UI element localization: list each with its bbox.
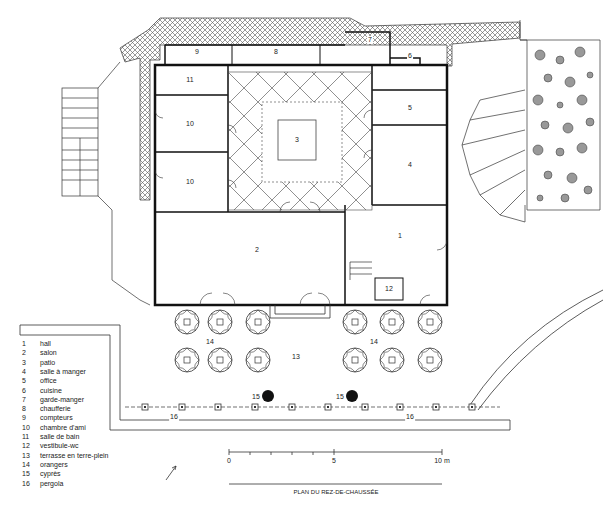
callout-number: 16 xyxy=(169,413,179,421)
legend-number: 4 xyxy=(22,368,26,376)
callout-number: 2 xyxy=(254,246,260,254)
callout-number: 15 xyxy=(251,393,261,401)
callout-number: 12 xyxy=(384,285,394,293)
callout-number: 8 xyxy=(273,48,279,56)
legend-number: 8 xyxy=(22,405,26,413)
legend-number: 13 xyxy=(22,452,30,460)
legend-number: 7 xyxy=(22,396,26,404)
legend-number: 11 xyxy=(22,433,29,441)
callout-number: 7 xyxy=(367,36,373,44)
legend-text: office xyxy=(40,377,57,385)
legend-number: 14 xyxy=(22,461,30,469)
callout-number: 10 xyxy=(185,120,195,128)
legend-number: 15 xyxy=(22,470,30,478)
legend-text: vestibule-wc xyxy=(40,442,79,450)
callout-number: 1 xyxy=(397,232,403,240)
callout-number: 3 xyxy=(294,136,300,144)
legend-text: compteurs xyxy=(40,414,73,422)
scale-number: 10 m xyxy=(434,457,450,465)
scale-number: 0 xyxy=(227,457,231,465)
callout-number: 14 xyxy=(369,338,379,346)
legend-number: 2 xyxy=(22,349,26,357)
callout-number: 14 xyxy=(205,338,215,346)
legend-number: 10 xyxy=(22,424,30,432)
legend-number: 5 xyxy=(22,377,26,385)
plan-title: PLAN DU REZ-DE-CHAUSSÉE xyxy=(293,488,378,496)
callout-number: 16 xyxy=(405,413,415,421)
callout-number: 6 xyxy=(407,52,413,60)
callout-number: 15 xyxy=(335,393,345,401)
legend-text: pergola xyxy=(40,480,63,488)
legend-text: garde-manger xyxy=(40,396,84,404)
callout-number: 10 xyxy=(185,178,195,186)
legend-number: 16 xyxy=(22,480,30,488)
legend-text: chambre d'ami xyxy=(40,424,86,432)
callout-number: 11 xyxy=(185,76,194,84)
legend-text: salle à manger xyxy=(40,368,86,376)
legend-text: orangers xyxy=(40,461,68,469)
legend-number: 3 xyxy=(22,359,26,367)
legend-number: 1 xyxy=(22,340,26,348)
legend-number: 9 xyxy=(22,414,26,422)
callout-number: 13 xyxy=(291,353,301,361)
legend-text: salon xyxy=(40,349,57,357)
legend-text: terrasse en terre-plein xyxy=(40,452,108,460)
legend-text: hall xyxy=(40,340,51,348)
callout-number: 9 xyxy=(194,48,200,56)
legend-text: cuisine xyxy=(40,387,62,395)
callout-number: 4 xyxy=(407,161,413,169)
legend-text: salle de bain xyxy=(40,433,79,441)
legend-text: chaufferie xyxy=(40,405,71,413)
legend-number: 12 xyxy=(22,442,30,450)
scale-number: 5 xyxy=(332,457,336,465)
legend-text: patio xyxy=(40,359,55,367)
legend-text: cyprès xyxy=(40,470,61,478)
callout-number: 5 xyxy=(407,104,413,112)
legend-number: 6 xyxy=(22,387,26,395)
